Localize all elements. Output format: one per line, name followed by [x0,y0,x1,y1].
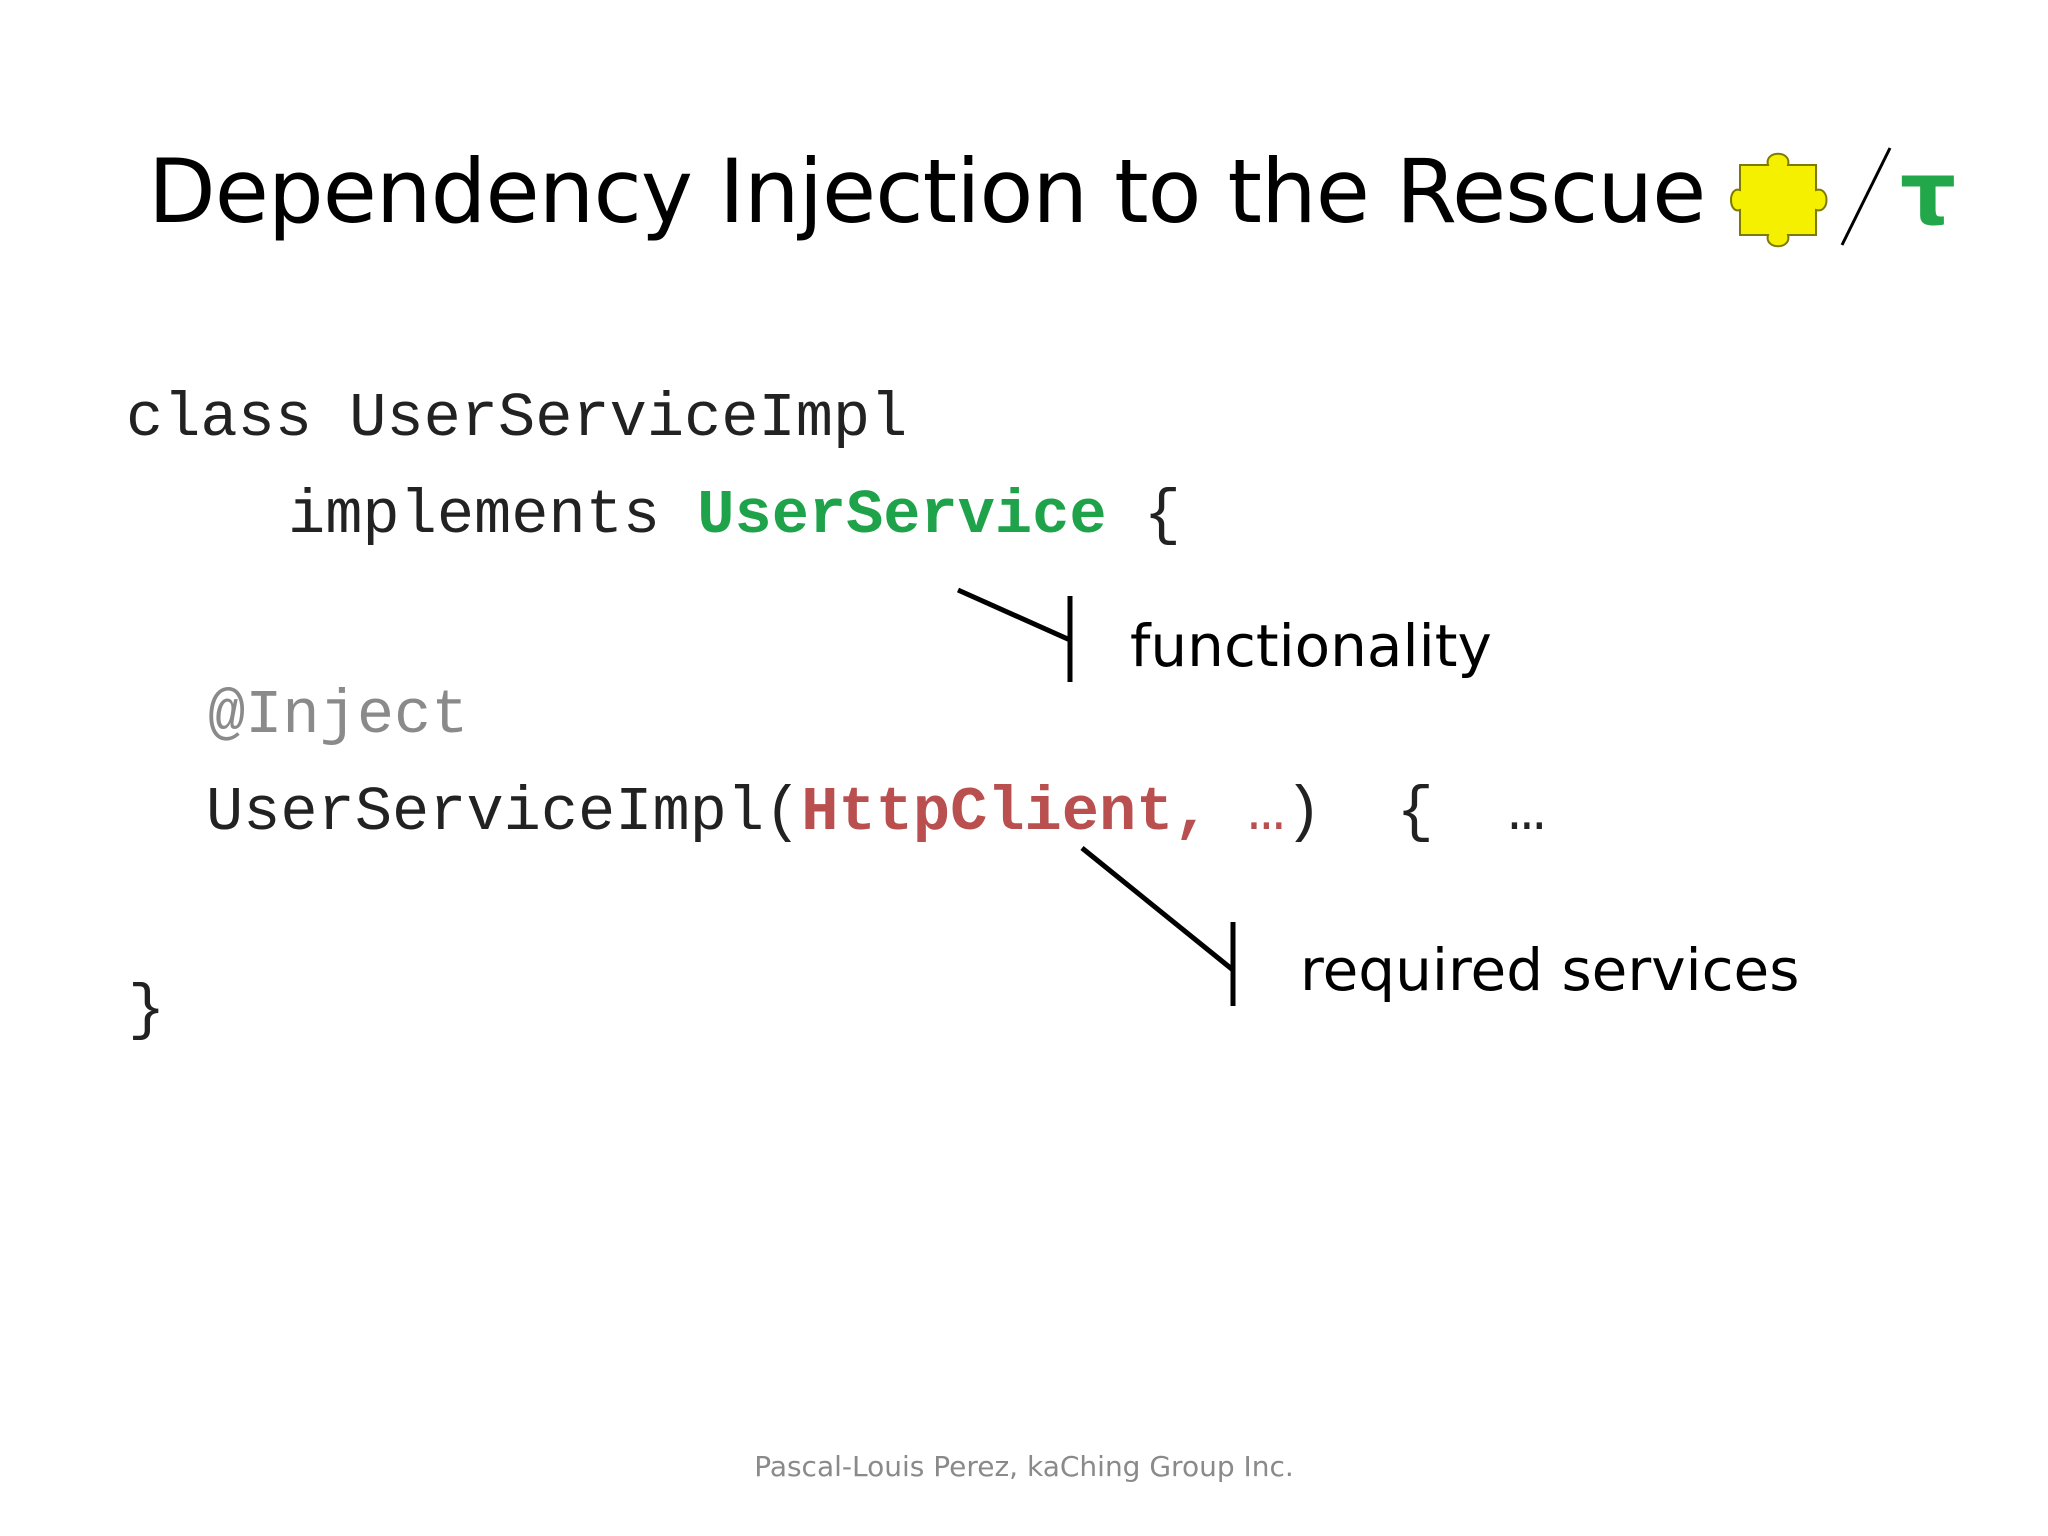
functionality-label: functionality [1130,612,1492,680]
code-line-implements: implements UserService { [288,485,1181,547]
dependency-ellipsis: … [1210,777,1285,848]
code-line-closing-brace: } [128,975,166,1046]
code-line-constructor: UserServiceImpl(HttpClient, …) { … [206,782,1545,844]
required-services-pointer-line [1080,846,1235,972]
open-brace: { [1106,480,1181,551]
slide-title: Dependency Injection to the Rescue [148,140,1706,243]
footer-credit: Pascal-Louis Perez, kaChing Group Inc. [754,1450,1294,1483]
code-line-inject-annotation: @Inject [208,680,469,751]
constructor-suffix: ) { … [1285,777,1546,848]
functionality-pointer-line [956,587,1072,643]
code-line-class: class UserServiceImpl [126,383,908,454]
constructor-name: UserServiceImpl( [206,777,802,848]
implements-keyword: implements [288,480,698,551]
required-services-label: required services [1300,936,1800,1004]
tau-symbol: τ [1900,142,1957,245]
dependency-param: HttpClient, [801,777,1211,848]
puzzle-piece-icon [1730,147,1892,248]
interface-name: UserService [697,480,1107,551]
